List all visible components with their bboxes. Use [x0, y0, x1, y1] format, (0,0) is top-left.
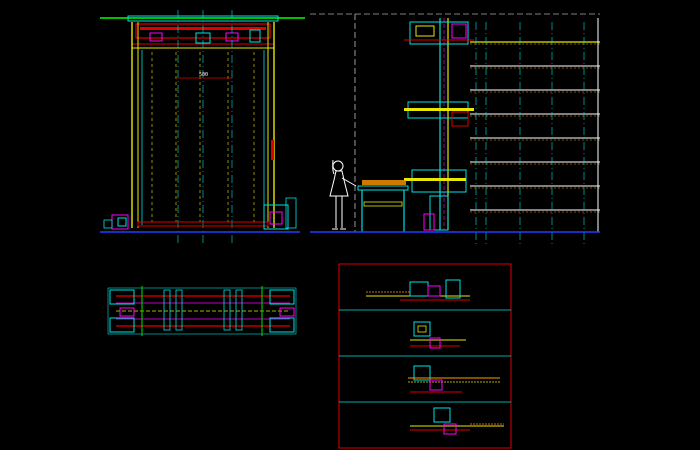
- center-lines: [177, 10, 233, 245]
- plan-block-bl: [109, 317, 135, 333]
- rack-shelves: [470, 41, 600, 211]
- plan-motor-left: [119, 307, 135, 317]
- plan-block-br: [269, 317, 295, 333]
- work-table-top: [357, 185, 409, 191]
- base-drive-right-inner: [269, 211, 283, 225]
- plan-block-tl: [109, 289, 135, 305]
- base-drive-right: [263, 204, 289, 230]
- detail-3: [408, 365, 500, 393]
- plan-view: [107, 286, 297, 336]
- dimension-label: 500: [199, 72, 208, 78]
- carriage-lower-fork: [404, 178, 466, 181]
- tray-on-table: [362, 180, 406, 185]
- base-column: [429, 195, 449, 231]
- plan-outline: [107, 287, 297, 335]
- lift-head-gear: [451, 23, 467, 39]
- side-elevation-view: [310, 13, 600, 245]
- base-foot-left: [103, 219, 113, 229]
- trolley-end-block: [249, 29, 261, 43]
- lift-head: [409, 21, 469, 45]
- plan-block-tr: [269, 289, 295, 305]
- trolley-frame: [135, 23, 271, 39]
- detail-2: [410, 321, 466, 349]
- column-detail-right: [271, 140, 274, 160]
- detail-1: [366, 279, 470, 301]
- trolley-wheel-left: [149, 32, 163, 42]
- lift-head-motor: [415, 25, 435, 37]
- base-drive: [423, 213, 435, 231]
- detail-4: [410, 407, 504, 435]
- front-elevation-view: 500: [100, 10, 305, 245]
- guide-lines: [151, 52, 255, 222]
- shelf-detail-lines: [470, 43, 600, 213]
- base-motor-left-inner: [117, 217, 127, 227]
- plan-motor-right: [279, 307, 295, 317]
- carriage-middle-motor: [451, 111, 469, 127]
- detail-views-panel: [338, 263, 512, 449]
- base-beam: [137, 221, 269, 227]
- table-shelf: [363, 201, 403, 207]
- base-cabinet-right: [285, 197, 297, 229]
- plan-columns: [163, 289, 243, 331]
- operator-figure: [329, 159, 357, 230]
- rack-uprights: [475, 22, 585, 245]
- carriage-middle-fork: [404, 108, 474, 111]
